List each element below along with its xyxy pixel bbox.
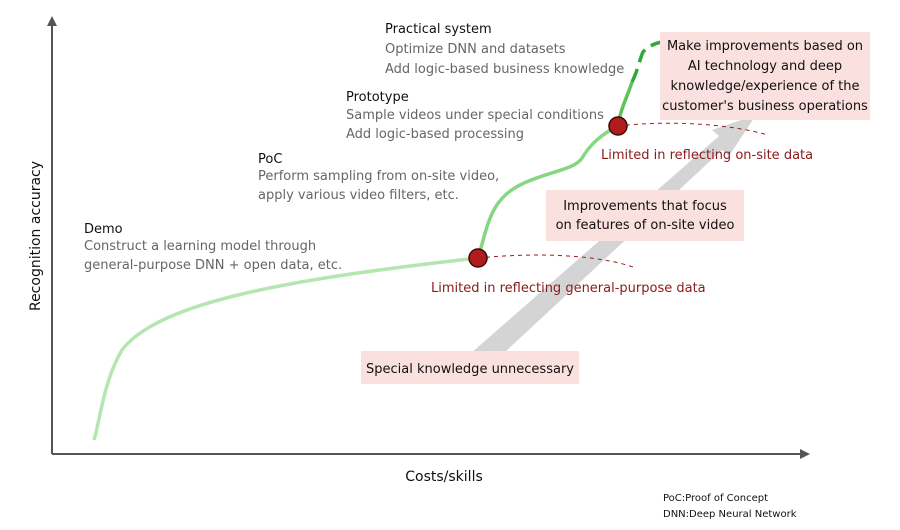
stage-desc-demo-2: general-purpose DNN + open data, etc.	[84, 258, 342, 273]
footnote-poc: PoC:Proof of Concept	[663, 493, 768, 504]
y-axis-label: Recognition accuracy	[28, 161, 44, 311]
limit-arc-general	[477, 254, 637, 269]
box-ai-technology	[660, 32, 870, 120]
limit-label-general-purpose: Limited in reflecting general-purpose da…	[431, 281, 706, 296]
stage-title-prototype: Prototype	[346, 90, 409, 105]
poc-curve	[476, 124, 619, 259]
stage-desc-prototype-1: Sample videos under special conditions	[346, 108, 604, 123]
box-ai-technology-text-2: AI technology and deep	[688, 59, 842, 74]
box-ai-technology-text-1: Make improvements based on	[667, 39, 863, 54]
x-axis-label: Costs/skills	[405, 469, 483, 485]
limit-arc-on-site	[617, 122, 769, 136]
stage-title-practical: Practical system	[385, 22, 492, 37]
box-on-site-features-text-2: on features of on-site video	[556, 218, 735, 233]
box-ai-technology-text-3: knowledge/experience of the	[670, 79, 859, 94]
stage-title-demo: Demo	[84, 222, 123, 237]
limit-label-on-site: Limited in reflecting on-site data	[601, 148, 813, 163]
milestone-point-prototype	[608, 116, 628, 136]
milestone-point-poc	[468, 248, 488, 268]
stage-title-poc: PoC	[258, 152, 282, 167]
box-on-site-features	[546, 190, 744, 241]
practical-curve	[630, 40, 663, 83]
stage-desc-prototype-2: Add logic-based processing	[346, 127, 524, 142]
stage-desc-demo-1: Construct a learning model through	[84, 239, 316, 254]
stage-desc-practical-1: Optimize DNN and datasets	[385, 42, 566, 57]
demo-curve	[92, 256, 479, 441]
stage-desc-practical-2: Add logic-based business knowledge	[385, 62, 624, 77]
stage-desc-poc-1: Perform sampling from on-site video,	[258, 169, 499, 184]
box-special-knowledge	[361, 351, 579, 384]
footnote-dnn: DNN:Deep Neural Network	[663, 509, 797, 520]
stage-desc-poc-2: apply various video filters, etc.	[258, 188, 459, 203]
box-ai-technology-text-4: customer's business operations	[662, 99, 868, 114]
box-on-site-features-text-1: Improvements that focus	[563, 199, 727, 214]
box-special-knowledge-text: Special knowledge unnecessary	[366, 362, 574, 377]
